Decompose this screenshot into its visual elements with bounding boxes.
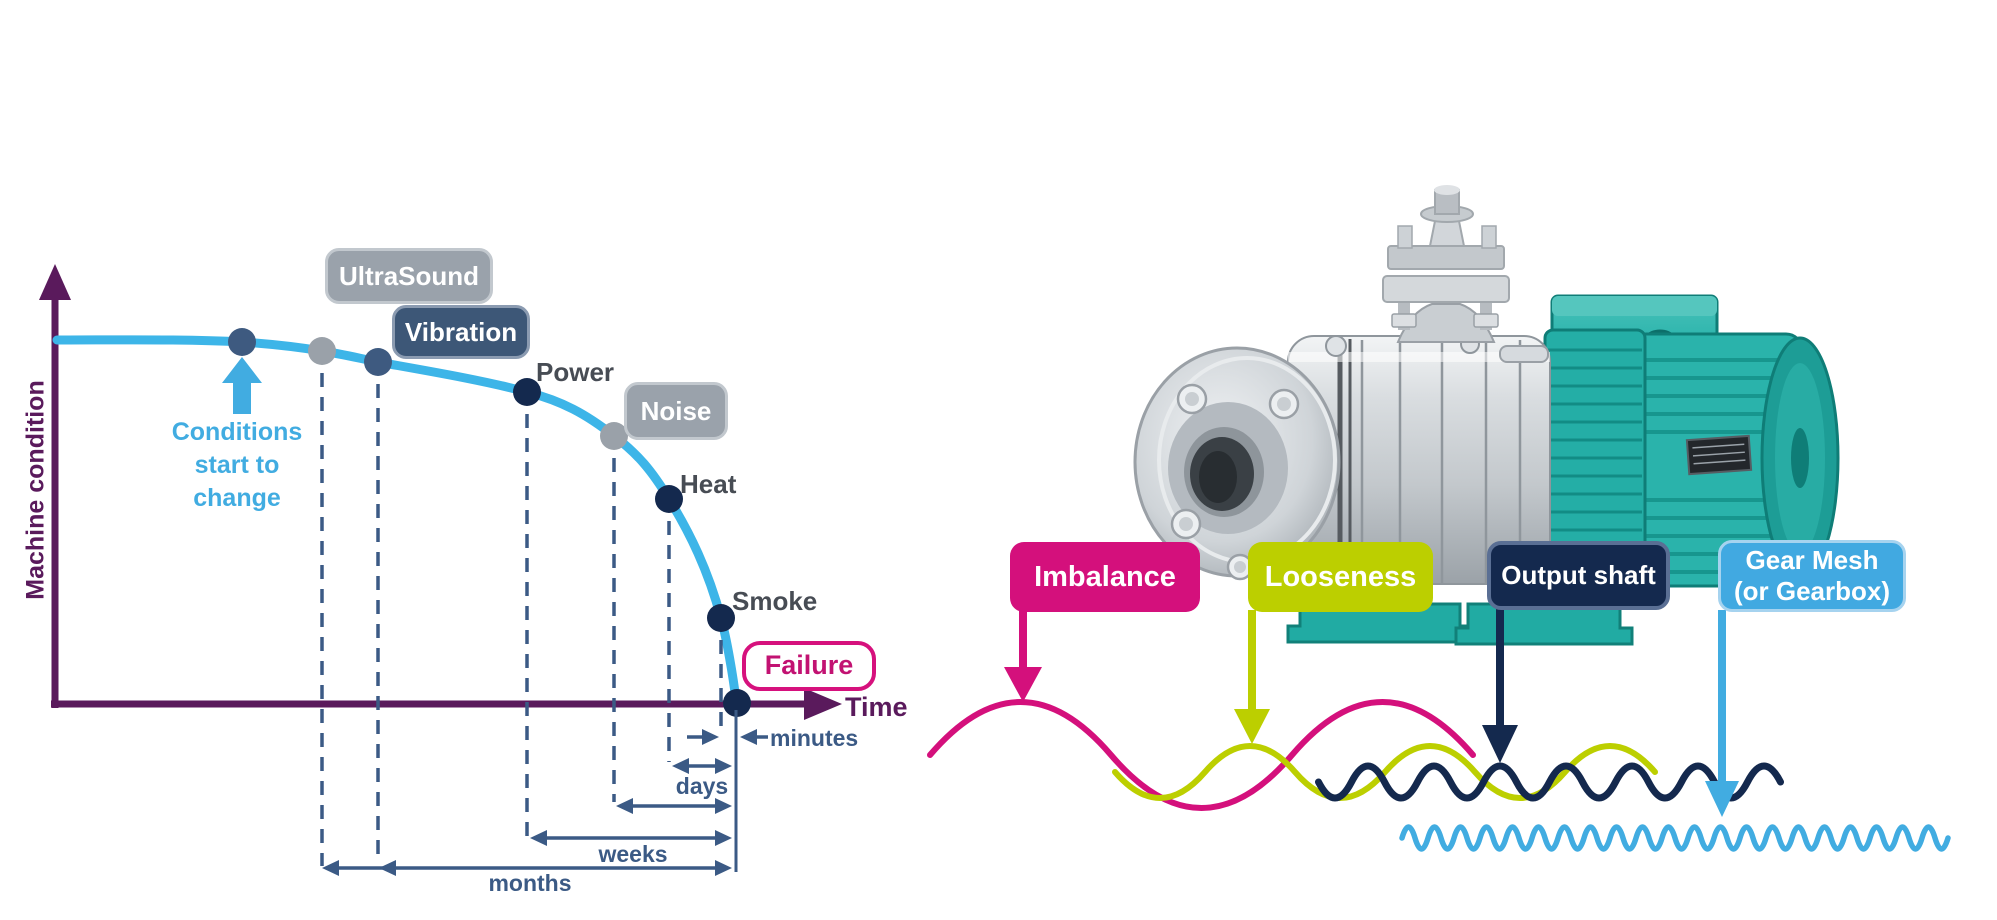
minutes-label: minutes	[770, 725, 859, 751]
days-label: days	[675, 773, 729, 799]
power-label: Power	[536, 357, 615, 387]
looseness-badge: Looseness	[1248, 542, 1433, 612]
conditions-up-arrow	[222, 357, 262, 414]
gear-mesh-wave	[1399, 824, 1951, 852]
heat-label: Heat	[680, 469, 737, 499]
smoke-label: Smoke	[732, 586, 818, 616]
indicator-dots	[228, 328, 751, 866]
time-axis	[51, 688, 842, 720]
conditions-annotation: Conditions start to change	[172, 416, 303, 515]
output-shaft-badge: Output shaft	[1487, 541, 1670, 610]
ultrasound-badge: UltraSound	[325, 248, 493, 304]
time-scale-brackets	[322, 729, 768, 876]
conditions-annotation-line2: start to	[194, 451, 280, 479]
months-label: months	[488, 870, 572, 896]
indicator-dot	[655, 485, 683, 513]
fault-waveforms	[927, 699, 1951, 852]
indicator-dot	[364, 348, 392, 376]
imbalance-wave	[927, 699, 1476, 811]
indicator-dot	[308, 337, 336, 365]
condition-axis	[39, 264, 71, 708]
conditions-annotation-line3: change	[193, 484, 281, 512]
x-axis-label: Time	[845, 692, 908, 722]
conditions-annotation-line1: Conditions	[171, 418, 303, 446]
gear-mesh-arrow	[1705, 610, 1739, 817]
pf-chart	[39, 264, 842, 876]
vibration-badge: Vibration	[392, 305, 530, 359]
indicator-dot	[723, 689, 751, 717]
imbalance-arrow	[1004, 610, 1042, 702]
y-axis-label: Machine condition	[21, 380, 50, 600]
failure-badge: Failure	[742, 641, 876, 691]
indicator-dot	[600, 422, 628, 450]
imbalance-badge: Imbalance	[1010, 542, 1200, 612]
indicator-dot	[228, 328, 256, 356]
gear-mesh-badge-line1: Gear Mesh	[1745, 545, 1879, 576]
gear-mesh-badge-line2: (or Gearbox)	[1733, 576, 1891, 606]
noise-badge: Noise	[624, 382, 728, 440]
weeks-label: weeks	[598, 841, 668, 867]
indicator-dot	[707, 604, 735, 632]
output-shaft-wave	[1315, 762, 1784, 802]
output-shaft-arrow	[1482, 608, 1518, 763]
looseness-arrow	[1234, 610, 1270, 744]
motor-nameplate	[1685, 434, 1753, 476]
indicator-dot	[513, 378, 541, 406]
gear-mesh-badge: Gear Mesh (or Gearbox)	[1718, 540, 1906, 612]
looseness-wave	[1112, 743, 1658, 801]
discharge-flange	[1382, 185, 1510, 343]
fault-pointer-arrows	[1004, 608, 1739, 817]
